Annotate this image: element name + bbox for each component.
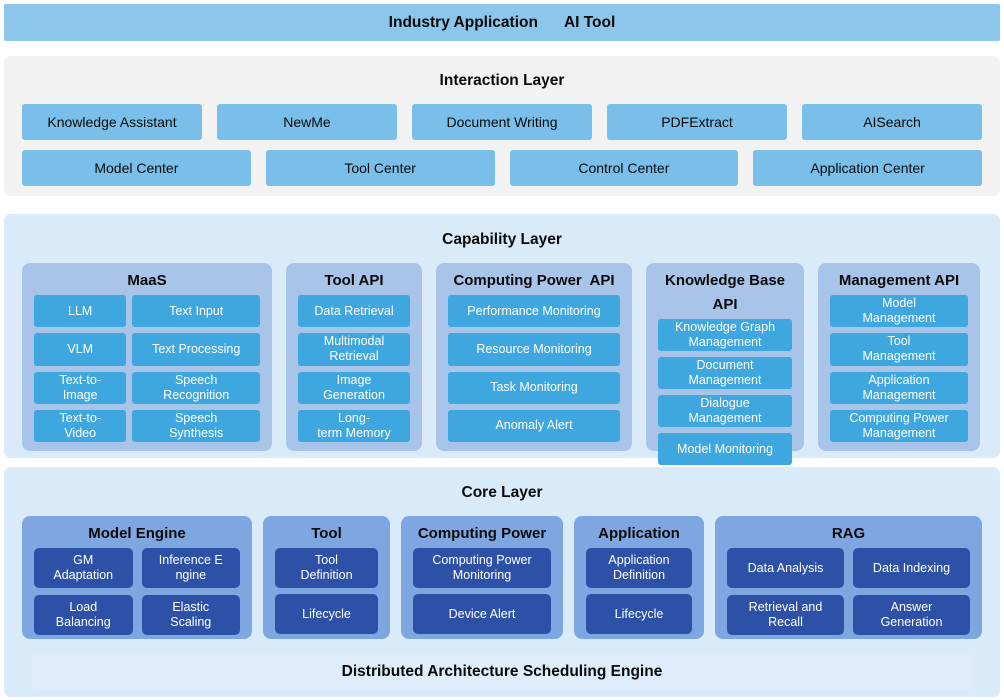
core-block-gm-adaptation: GM Adaptation [34,548,133,588]
app-block-document-writing: Document Writing [412,104,592,140]
capability-block-computing-power-management: Computing Power Management [830,409,968,442]
core-block-retrieval-and-recall: Retrieval and Recall [727,595,844,635]
card-title: Management API [838,272,960,289]
capability-block-long-term-memory: Long- term Memory [298,409,410,442]
capability-block-tool-management: Tool Management [830,333,968,366]
capability-block-multimodal-retrieval: Multimodal Retrieval [298,333,410,366]
capability-card-maas: MaaS LLM Text Input VLM Text Processing … [22,263,272,451]
app-block-newme: NewMe [217,104,397,140]
capability-block-vlm: VLM [34,333,127,366]
app-block-knowledge-assistant: Knowledge Assistant [22,104,202,140]
core-card-computing-power: Computing Power Computing Power Monitori… [401,516,563,639]
core-block-data-analysis: Data Analysis [727,548,844,588]
interaction-apps-row: Knowledge Assistant NewMe Document Writi… [22,104,982,140]
core-block-elastic-scaling: Elastic Scaling [141,595,240,635]
architecture-diagram: Industry Application AI Tool Interaction… [0,4,1004,700]
capability-block-anomaly-alert: Anomaly Alert [448,409,620,442]
industry-application-label: Industry Application [388,13,538,31]
capability-layer-title: Capability Layer [442,231,562,248]
capability-block-llm: LLM [34,295,127,328]
core-block-computing-power-monitoring: Computing Power Monitoring [413,548,551,588]
capability-block-model-monitoring: Model Monitoring [658,433,792,465]
core-block-answer-generation: Answer Generation [853,595,970,635]
capability-block-text-to-video: Text-to- Video [34,409,127,442]
app-block-pdfextract: PDFExtract [607,104,787,140]
card-items: Performance Monitoring Resource Monitori… [448,295,620,442]
core-card-application: Application Application Definition Lifec… [574,516,704,639]
capability-block-resource-monitoring: Resource Monitoring [448,333,620,366]
capability-block-knowledge-graph-management: Knowledge Graph Management [658,319,792,351]
core-card-model-engine: Model Engine GM Adaptation Inference E n… [22,516,252,639]
industry-application-bar: Industry Application AI Tool [4,4,1000,41]
capability-block-task-monitoring: Task Monitoring [448,371,620,404]
core-cards: Model Engine GM Adaptation Inference E n… [22,516,982,639]
center-block-model: Model Center [22,150,251,186]
capability-card-computing-power-api: Computing Power API Performance Monitori… [436,263,632,451]
capability-card-management-api: Management API Model Management Tool Man… [818,263,980,451]
card-title: Tool API [324,272,384,289]
card-items: Tool Definition Lifecycle [275,548,378,634]
capability-cards: MaaS LLM Text Input VLM Text Processing … [22,263,982,465]
core-layer: Core Layer Model Engine GM Adaptation In… [4,467,1000,697]
interaction-layer: Interaction Layer Knowledge Assistant Ne… [4,56,1000,196]
core-layer-title: Core Layer [461,484,543,501]
scheduling-engine-bar: Distributed Architecture Scheduling Engi… [32,653,972,690]
core-block-application-definition: Application Definition [586,548,692,588]
card-title: RAG [831,525,866,542]
capability-block-text-input: Text Input [132,295,260,328]
core-card-tool: Tool Tool Definition Lifecycle [263,516,390,639]
core-card-rag: RAG Data Analysis Data Indexing Retrieva… [715,516,982,639]
app-block-aisearch: AISearch [802,104,982,140]
card-title: Application [598,525,680,542]
card-title: Computing Power API [453,272,615,289]
ai-tool-label: AI Tool [563,13,616,31]
card-items: LLM Text Input VLM Text Processing Text-… [34,295,260,442]
core-block-device-alert: Device Alert [413,594,551,634]
card-items: Data Analysis Data Indexing Retrieval an… [727,548,970,635]
capability-block-model-management: Model Management [830,295,968,328]
core-block-data-indexing: Data Indexing [853,548,970,588]
capability-block-application-management: Application Management [830,371,968,404]
core-block-inference-engine: Inference E ngine [141,548,240,588]
interaction-centers-row: Model Center Tool Center Control Center … [22,150,982,186]
card-title: Model Engine [88,525,186,542]
capability-block-speech-synthesis: Speech Synthesis [132,409,260,442]
card-title: Knowledge Base API [664,272,789,313]
core-block-load-balancing: Load Balancing [34,595,133,635]
capability-card-tool-api: Tool API Data Retrieval Multimodal Retri… [286,263,422,451]
capability-block-text-processing: Text Processing [132,333,260,366]
capability-block-document-management: Document Management [658,357,792,389]
card-items: Computing Power Monitoring Device Alert [413,548,551,634]
card-items: Data Retrieval Multimodal Retrieval Imag… [298,295,410,442]
capability-block-dialogue-management: Dialogue Management [658,395,792,427]
core-block-application-lifecycle: Lifecycle [586,594,692,634]
core-block-tool-definition: Tool Definition [275,548,378,588]
capability-card-knowledge-base-api: Knowledge Base API Knowledge Graph Manag… [646,263,804,465]
center-block-control: Control Center [509,150,739,186]
center-block-application: Application Center [753,150,982,186]
card-items: GM Adaptation Inference E ngine Load Bal… [34,548,240,635]
capability-block-text-to-image: Text-to- Image [34,371,127,404]
card-items: Model Management Tool Management Applica… [830,295,968,442]
card-items: Knowledge Graph Management Document Mana… [658,319,792,465]
interaction-layer-title: Interaction Layer [439,72,565,89]
core-block-tool-lifecycle: Lifecycle [275,594,378,634]
card-items: Application Definition Lifecycle [586,548,692,634]
capability-block-speech-recognition: Speech Recognition [132,371,260,404]
capability-layer: Capability Layer MaaS LLM Text Input VLM… [4,214,1000,465]
card-title: Computing Power [417,525,547,542]
center-block-tool: Tool Center [265,150,495,186]
capability-block-performance-monitoring: Performance Monitoring [448,295,620,328]
card-title: Tool [311,525,342,542]
capability-block-image-generation: Image Generation [298,371,410,404]
capability-block-data-retrieval: Data Retrieval [298,295,410,328]
card-title: MaaS [127,272,167,289]
